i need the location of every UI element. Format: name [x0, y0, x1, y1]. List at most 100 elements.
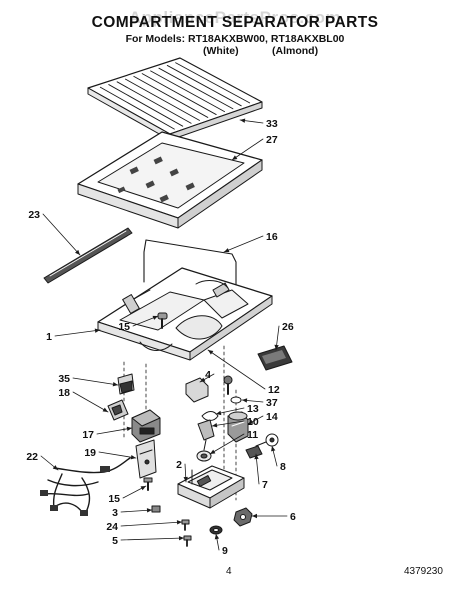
- part-number-label: 15: [118, 321, 130, 333]
- part-number-label: 2: [176, 459, 182, 471]
- part-number-label: 19: [84, 447, 96, 459]
- foam-pad: [257, 345, 293, 371]
- leader-line: [72, 377, 119, 386]
- mounting-bracket: [135, 439, 157, 479]
- part-number-label: 16: [266, 231, 278, 243]
- damper-lever: [197, 419, 215, 451]
- leader-line: [231, 138, 264, 161]
- separator-frame: [77, 131, 263, 229]
- variant-white-label: (White): [203, 45, 239, 57]
- leader-arrowhead: [176, 520, 182, 525]
- part-number-label: 15: [108, 493, 120, 505]
- leader-arrowhead: [240, 118, 246, 123]
- leader-arrowhead: [274, 344, 279, 350]
- leader-arrowhead: [112, 382, 118, 387]
- page-number: 4: [226, 566, 232, 577]
- leader-arrowhead: [252, 513, 257, 519]
- part-number-label: 35: [58, 373, 70, 385]
- part-number-label: 17: [82, 429, 94, 441]
- leader-arrowhead: [208, 350, 214, 355]
- variant-almond-label: (Almond): [272, 45, 319, 57]
- part-number-label: 9: [222, 545, 228, 557]
- leader-arrowhead: [271, 446, 276, 452]
- part-number-label: 11: [247, 429, 258, 441]
- washer: [230, 396, 242, 404]
- screw-5: [183, 535, 192, 547]
- leader-arrowhead: [146, 508, 152, 513]
- part-number-label: 22: [26, 451, 38, 463]
- separator-housing: [97, 267, 273, 361]
- screw-24: [181, 519, 190, 531]
- leader-arrowhead: [232, 155, 238, 160]
- knob-bushing: [185, 375, 233, 403]
- thermostat-bracket: [107, 399, 129, 421]
- part-number-label: 14: [266, 411, 278, 423]
- part-number-label: 4: [205, 369, 211, 381]
- part-number-label: 13: [247, 403, 259, 415]
- damper-base: [177, 465, 245, 509]
- screw-upper: [157, 312, 168, 329]
- part-number-label: 1: [46, 331, 52, 343]
- leader-line: [211, 420, 245, 427]
- grommet: [209, 525, 223, 535]
- leader-line: [54, 329, 101, 337]
- grille-slat: [175, 62, 251, 104]
- leader-arrowhead: [140, 486, 146, 491]
- leader-arrowhead: [178, 535, 184, 541]
- drawing-number: 4379230: [404, 566, 443, 577]
- leader-line: [42, 213, 81, 256]
- leader-arrowhead: [94, 328, 100, 333]
- trim-strip: [43, 227, 133, 284]
- grille-slat: [108, 84, 184, 127]
- leader-arrowhead: [75, 249, 80, 255]
- grille-slat: [158, 67, 234, 110]
- leader-line: [72, 391, 109, 413]
- leader-arrowhead: [183, 476, 188, 482]
- screw-lower: [143, 477, 153, 491]
- damper-cam: [196, 450, 212, 462]
- leader-line: [120, 521, 183, 527]
- leader-lines: [40, 118, 288, 551]
- part-number-label: 6: [290, 511, 296, 523]
- leader-arrowhead: [248, 419, 254, 424]
- gear-nut: [233, 507, 253, 527]
- leader-line: [207, 349, 266, 390]
- leader-arrowhead: [152, 315, 158, 320]
- part-number-label: 8: [280, 461, 286, 473]
- diagram-title: COMPARTMENT SEPARATOR PARTS: [91, 14, 379, 31]
- leader-arrowhead: [102, 407, 108, 412]
- leader-line: [120, 509, 153, 513]
- grille-slat: [125, 78, 200, 121]
- leader-arrowhead: [126, 426, 132, 432]
- wire-harness: [40, 457, 131, 516]
- leader-line: [96, 427, 133, 435]
- leader-arrowhead: [216, 410, 222, 416]
- part-number-label: 23: [28, 209, 40, 221]
- part-number-label: 37: [266, 397, 278, 409]
- grille-slat: [133, 75, 209, 118]
- leader-arrowhead: [214, 534, 220, 540]
- watermark: AppliancePartsPros.com: [128, 8, 342, 27]
- leader-arrowhead: [52, 465, 58, 470]
- grille-slat: [99, 86, 175, 130]
- leader-line: [255, 453, 260, 485]
- leader-line: [223, 235, 264, 253]
- part-number-label: 24: [106, 521, 118, 533]
- leader-arrowhead: [254, 454, 259, 460]
- models-line: For Models: RT18AKXBW00, RT18AKXBL00: [125, 33, 345, 45]
- leader-arrowhead: [200, 377, 206, 382]
- grille-slat: [150, 70, 225, 113]
- part-number-label: 7: [262, 479, 268, 491]
- clip: [117, 373, 135, 395]
- part-number-label: 5: [112, 535, 118, 547]
- connector-block: [245, 445, 263, 459]
- leader-line: [209, 433, 245, 455]
- part-number-label: 3: [112, 507, 118, 519]
- cover-grille: [87, 57, 263, 141]
- spring-clip: [201, 411, 219, 421]
- leader-line: [120, 537, 185, 541]
- leader-arrowhead: [130, 455, 136, 460]
